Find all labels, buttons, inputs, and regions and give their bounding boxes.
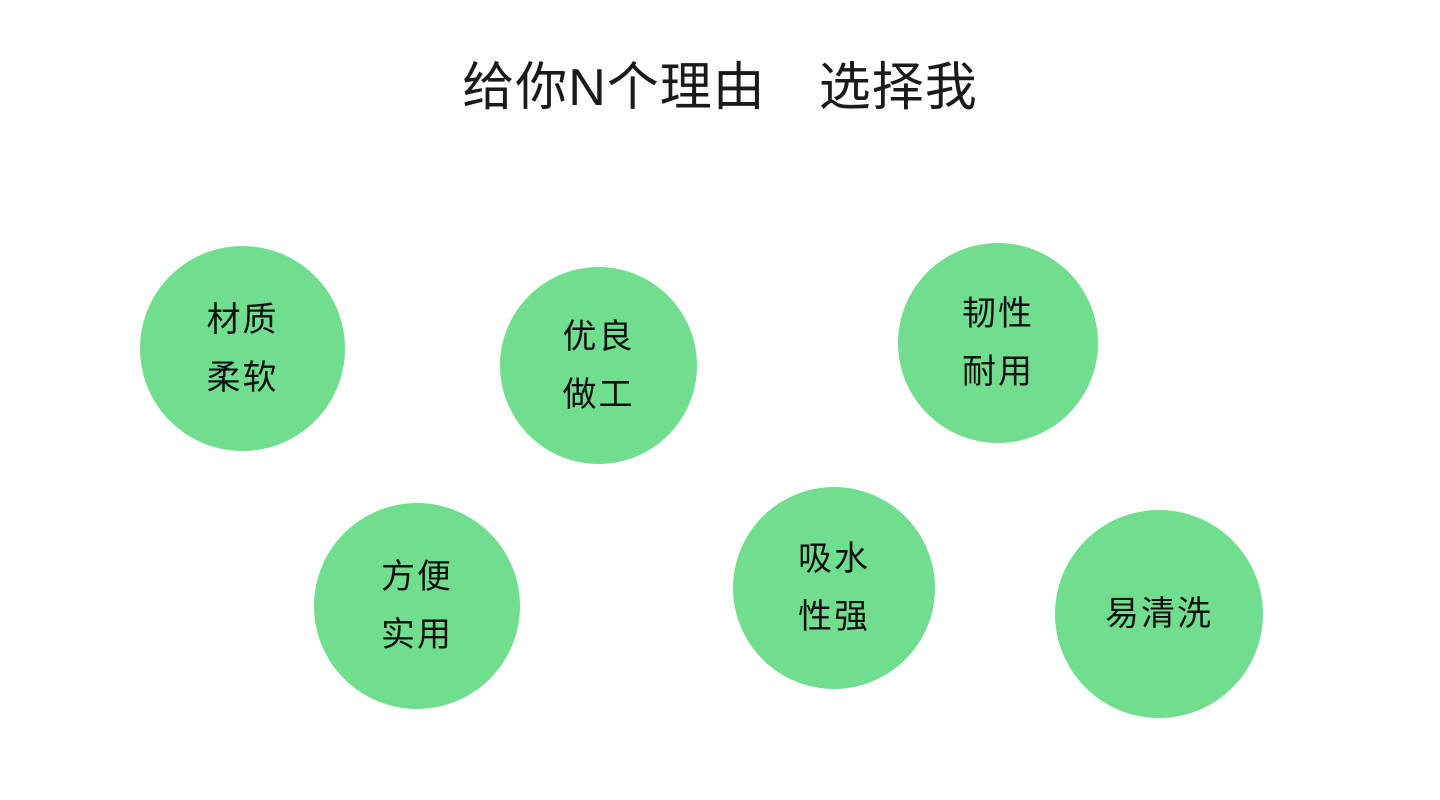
bubble-line-1: 材质 (206, 300, 279, 339)
bubble-line-2: 做工 (562, 375, 635, 414)
bubble-fine-workmanship[interactable]: 优良 做工 (500, 267, 697, 464)
page-title: 给你N个理由 选择我 (462, 59, 978, 117)
bubble-line-1: 方便 (381, 558, 453, 596)
bubble-material-soft[interactable]: 材质 柔软 (140, 246, 345, 451)
bubble-line-2: 耐用 (962, 353, 1034, 391)
bubble-absorbent[interactable]: 吸水 性强 (733, 487, 935, 689)
bubble-line-2: 实用 (381, 616, 453, 654)
bubble-line-2: 柔软 (206, 358, 279, 397)
bubble-line-1: 优良 (562, 317, 635, 356)
bubble-line-1: 易清洗 (1105, 595, 1213, 633)
bubble-convenient-practical[interactable]: 方便 实用 (314, 503, 520, 709)
bubble-easy-to-clean[interactable]: 易清洗 (1055, 510, 1263, 718)
bubble-tough-durable[interactable]: 韧性 耐用 (898, 243, 1098, 443)
bubble-line-1: 吸水 (798, 540, 870, 578)
bubble-line-2: 性强 (798, 598, 870, 636)
bubble-line-1: 韧性 (962, 295, 1034, 333)
